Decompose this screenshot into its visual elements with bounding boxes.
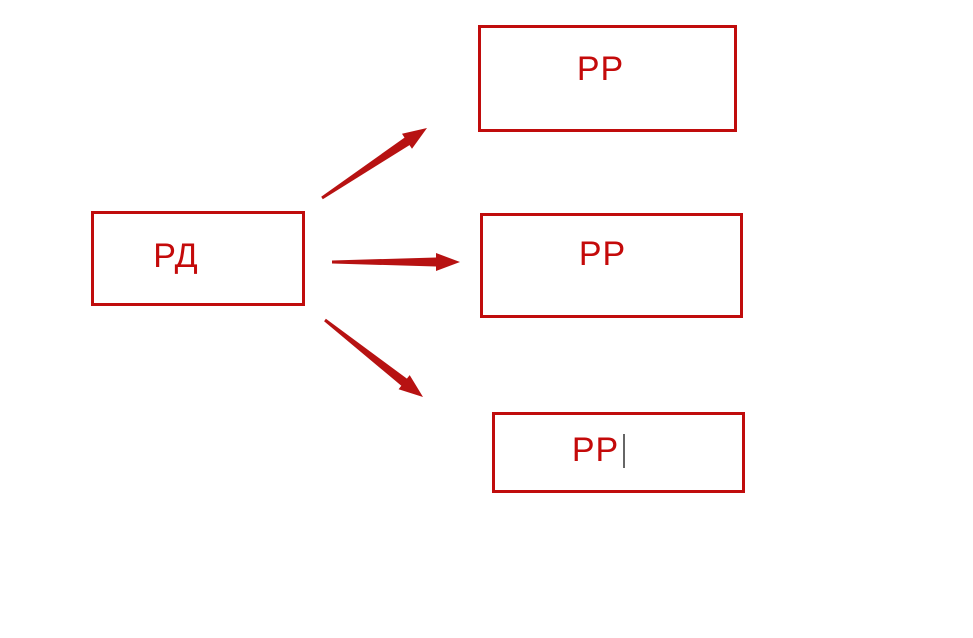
diagram-node-rr-middle[interactable]: РР [480, 213, 743, 318]
node-label: РР [571, 431, 620, 469]
arrow-shape [321, 128, 427, 200]
arrow-source-to-top[interactable] [321, 128, 427, 200]
arrow-shape [324, 318, 423, 397]
diagram-node-rr-bottom[interactable]: РР [492, 412, 745, 493]
arrow-shape [332, 253, 460, 271]
diagram-node-rr-top[interactable]: РР [478, 25, 737, 132]
arrow-source-to-bottom[interactable] [324, 318, 423, 397]
node-label: РД [153, 237, 199, 275]
arrow-source-to-middle[interactable] [332, 253, 460, 271]
text-cursor [623, 433, 626, 468]
diagram-node-rd[interactable]: РД [91, 211, 305, 306]
node-label: РР [576, 50, 625, 88]
node-label: РР [578, 235, 627, 273]
